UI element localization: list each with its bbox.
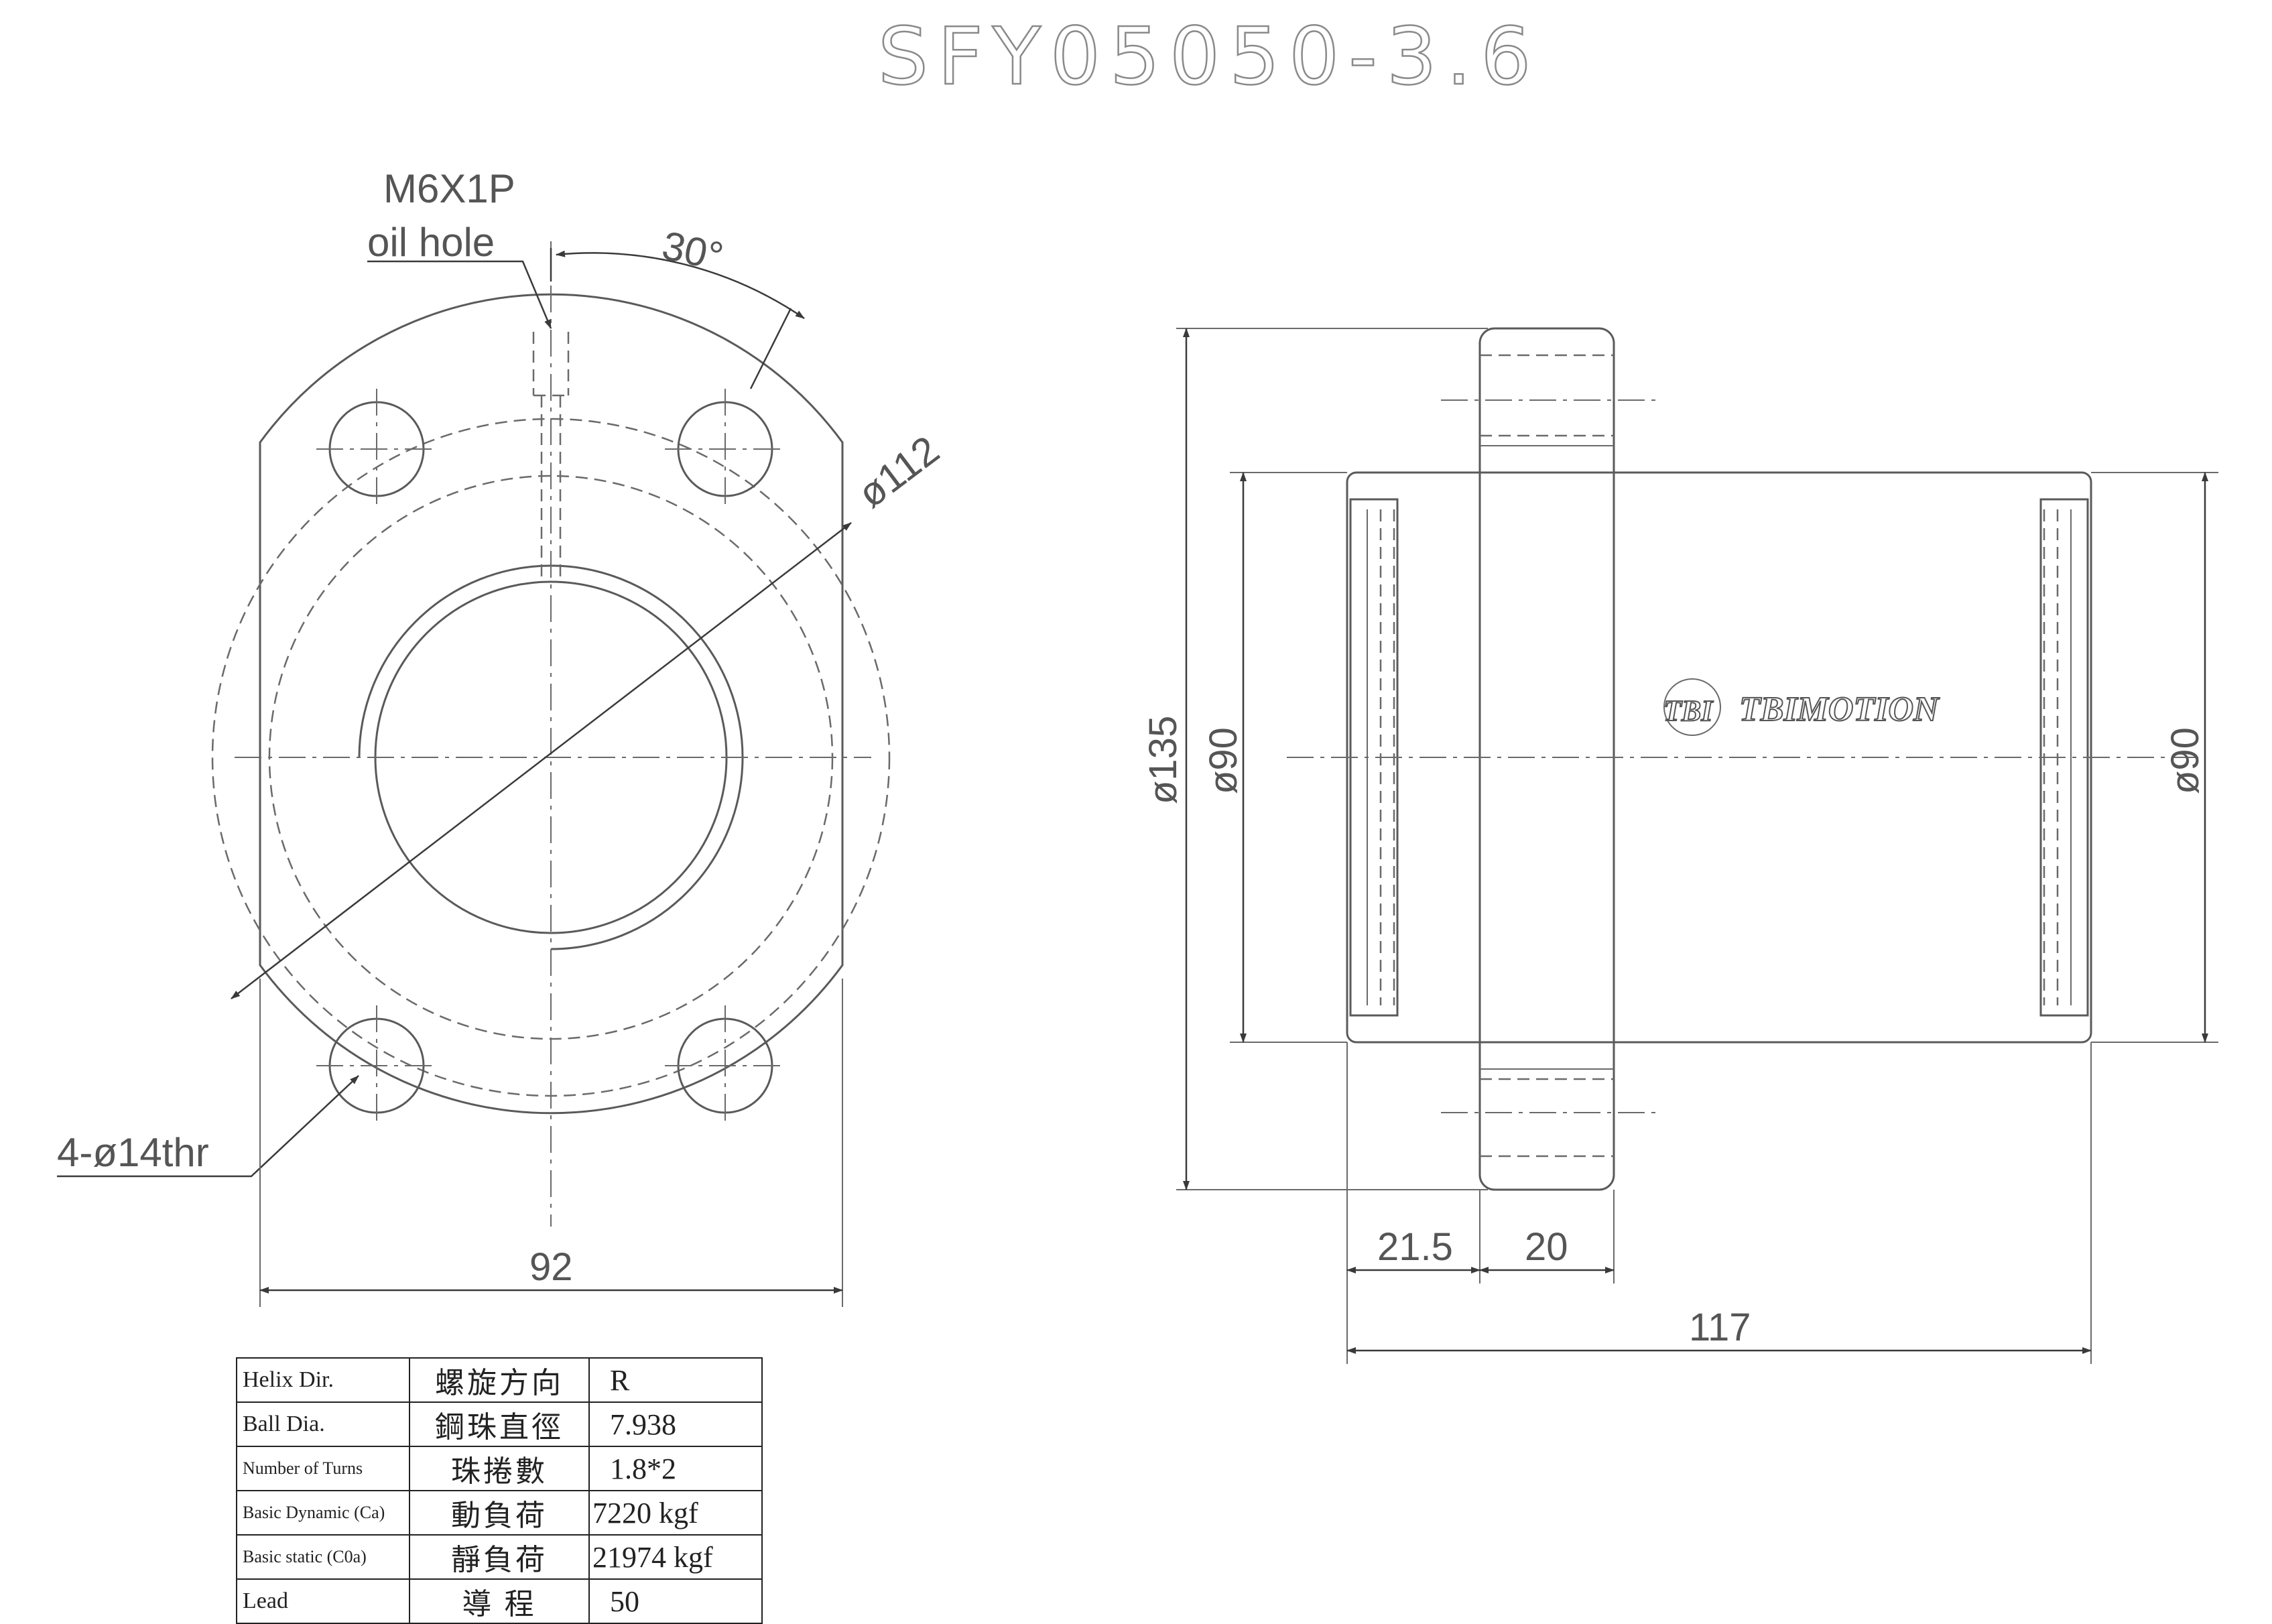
- holes-label: 4-ø14thr: [57, 1130, 209, 1175]
- side-view: TBI TBIMOTION ø135 ø90 ø90 21.5 20 117: [1141, 327, 2218, 1364]
- len-a-label: 21.5: [1377, 1225, 1453, 1269]
- spec-name-en: Basic Dynamic (Ca): [236, 1490, 410, 1536]
- logo-brand: TBIMOTION: [1739, 690, 1940, 729]
- spec-value: 7220 kgf: [588, 1490, 763, 1536]
- len-total-label: 117: [1689, 1306, 1751, 1349]
- flange-dia-label: ø135: [1141, 716, 1185, 804]
- spec-name-zh: 靜負荷: [409, 1534, 590, 1580]
- logo-mark: TBI: [1663, 694, 1714, 727]
- table-row: Basic Dynamic (Ca) 動負荷 7220 kgf: [236, 1490, 763, 1536]
- drawing-title: SFY05050-3.6: [878, 10, 1540, 103]
- spec-name-zh: 珠捲數: [409, 1446, 590, 1491]
- spec-name-en: Ball Dia.: [236, 1401, 410, 1447]
- table-row: Ball Dia. 鋼珠直徑 7.938: [236, 1401, 763, 1447]
- tbi-logo: TBI TBIMOTION: [1663, 678, 1941, 736]
- spec-value: 50: [588, 1578, 763, 1624]
- spec-name-en: Basic static (C0a): [236, 1534, 410, 1580]
- spec-value: 7.938: [588, 1401, 763, 1447]
- spec-name-zh: 導 程: [409, 1578, 590, 1624]
- front-view: M6X1P oil hole 30° ø112 4-ø14thr 92: [57, 166, 947, 1307]
- body-dia-left-label: ø90: [1202, 727, 1245, 794]
- body-dia-right-label: ø90: [2163, 727, 2207, 794]
- spec-value: 1.8*2: [588, 1446, 763, 1491]
- spec-value: R: [588, 1357, 763, 1403]
- spec-name-en: Number of Turns: [236, 1446, 410, 1491]
- spec-name-zh: 螺旋方向: [409, 1357, 590, 1403]
- spec-name-zh: 鋼珠直徑: [409, 1401, 590, 1447]
- table-row: Number of Turns 珠捲數 1.8*2: [236, 1446, 763, 1491]
- thread-label: M6X1P: [383, 166, 515, 211]
- spec-name-en: Lead: [236, 1578, 410, 1624]
- spec-table: Helix Dir. 螺旋方向 R Ball Dia. 鋼珠直徑 7.938 N…: [236, 1357, 763, 1624]
- table-row: Helix Dir. 螺旋方向 R: [236, 1357, 763, 1403]
- table-row: Lead 導 程 50: [236, 1578, 763, 1624]
- nut-flange: [1478, 327, 1615, 1191]
- len-b-label: 20: [1525, 1225, 1568, 1269]
- spec-name-en: Helix Dir.: [236, 1357, 410, 1403]
- width-label: 92: [529, 1245, 573, 1289]
- oil-hole: [532, 332, 570, 583]
- technical-drawing: SFY05050-3.6: [57, 9, 2218, 1364]
- spec-value: 21974 kgf: [588, 1534, 763, 1580]
- spec-name-zh: 動負荷: [409, 1490, 590, 1536]
- oil-hole-label: oil hole: [367, 220, 495, 265]
- table-row: Basic static (C0a) 靜負荷 21974 kgf: [236, 1534, 763, 1580]
- pcd-label: ø112: [850, 427, 948, 516]
- angle-label: 30°: [658, 223, 727, 279]
